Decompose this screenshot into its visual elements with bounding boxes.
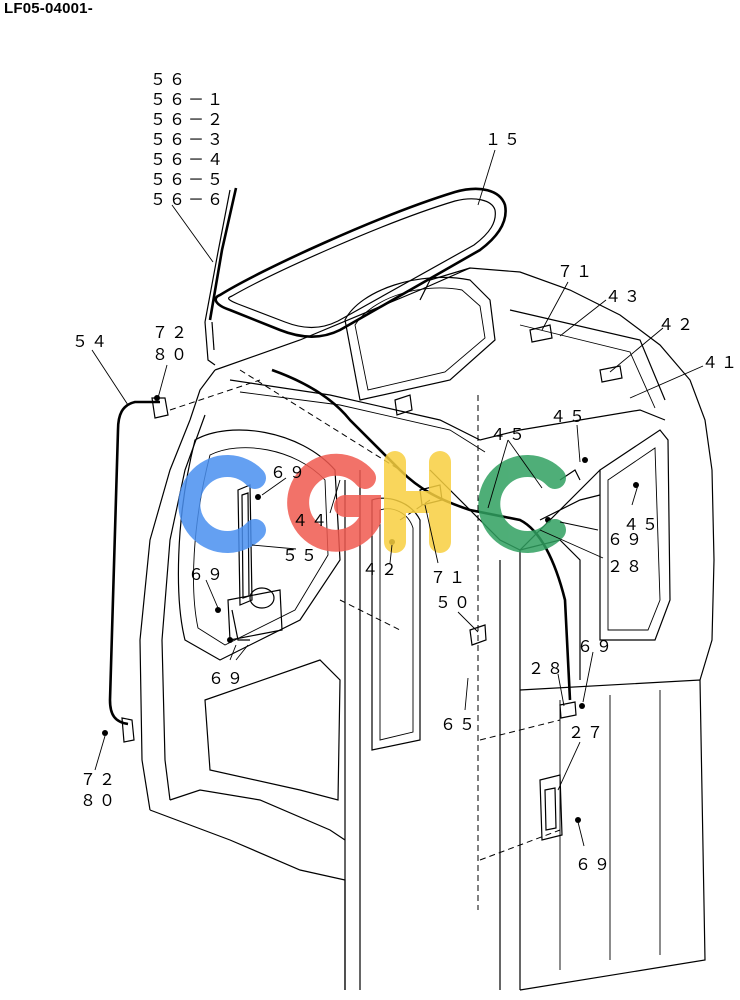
roof-window-seal bbox=[214, 187, 507, 339]
leader-lines bbox=[91, 149, 704, 847]
label-28: ２８ bbox=[607, 557, 645, 576]
label-56-2: ５６－２ bbox=[150, 110, 226, 129]
watermark-h bbox=[384, 451, 451, 553]
watermark bbox=[178, 451, 566, 553]
label-80: ８０ bbox=[152, 345, 190, 364]
label-69: ６９ bbox=[188, 565, 226, 584]
label-28: ２８ bbox=[528, 659, 566, 678]
label-56-5: ５６－５ bbox=[150, 170, 226, 189]
label-27: ２７ bbox=[568, 723, 606, 742]
watermark-c bbox=[478, 455, 566, 553]
label-56-1: ５６－１ bbox=[150, 90, 226, 109]
wiper-motor bbox=[227, 484, 283, 641]
label-69: ６９ bbox=[607, 530, 645, 549]
label-80: ８０ bbox=[80, 791, 118, 810]
label-69: ６９ bbox=[208, 669, 246, 688]
label-56-6: ５６－６ bbox=[150, 190, 226, 209]
label-69: ６９ bbox=[575, 855, 613, 874]
label-50: ５０ bbox=[435, 593, 473, 612]
label-15: １５ bbox=[485, 130, 523, 149]
label-45: ４５ bbox=[550, 407, 588, 426]
label-41: ４１ bbox=[702, 353, 740, 372]
label-56: ５６ bbox=[150, 70, 188, 89]
label-42: ４２ bbox=[362, 560, 400, 579]
watermark-c bbox=[178, 455, 266, 553]
label-45: ４５ bbox=[623, 515, 661, 534]
label-71: ７１ bbox=[430, 568, 468, 587]
label-71: ７１ bbox=[557, 262, 595, 281]
watermark-g bbox=[287, 453, 381, 552]
label-72: ７２ bbox=[152, 323, 190, 342]
label-56-3: ５６－３ bbox=[150, 130, 226, 149]
label-45: ４５ bbox=[490, 425, 528, 444]
label-69: ６９ bbox=[270, 463, 308, 482]
label-72: ７２ bbox=[80, 770, 118, 789]
label-44: ４４ bbox=[292, 511, 330, 530]
label-69: ６９ bbox=[577, 637, 615, 656]
part-labels: ５６ ５６－１ ５６－２ ５６－３ ５６－４ ５６－５ ５６－６ １５ ７１ ４… bbox=[72, 70, 740, 874]
label-43: ４３ bbox=[605, 287, 643, 306]
drawing-code: LF05-04001- bbox=[4, 0, 93, 17]
label-56-4: ５６－４ bbox=[150, 150, 226, 169]
handrail bbox=[108, 397, 169, 743]
wiper-blade bbox=[204, 187, 238, 366]
label-55: ５５ bbox=[282, 546, 320, 565]
label-65: ６５ bbox=[440, 715, 478, 734]
bolts bbox=[102, 395, 639, 823]
label-42: ４２ bbox=[658, 315, 696, 334]
label-54: ５４ bbox=[72, 332, 110, 351]
cab-body bbox=[139, 267, 715, 991]
